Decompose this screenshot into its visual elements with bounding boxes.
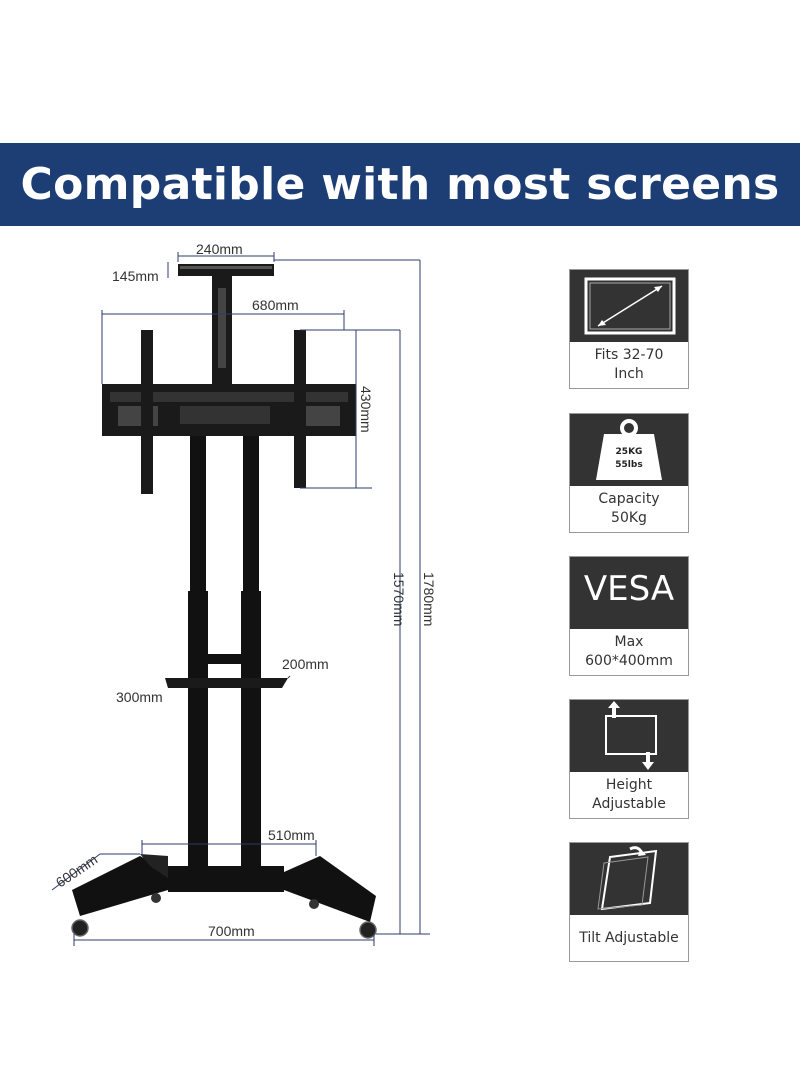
shelf-width-label: 300mm <box>116 689 163 705</box>
svg-text:55lbs: 55lbs <box>615 460 642 470</box>
stand-height-label: 1570mm <box>391 572 407 626</box>
vesa-icon: VESA <box>570 557 688 629</box>
feature-caption: Tilt Adjustable <box>579 929 679 946</box>
dimension-labels: 240mm 145mm 680mm 430mm 1570mm 1780mm 30… <box>53 241 437 939</box>
feature-tilt: Tilt Adjustable <box>569 842 689 962</box>
stand-drawing <box>71 264 377 939</box>
bracket-width-label: 680mm <box>252 297 299 313</box>
bracket-height-label: 430mm <box>358 386 374 433</box>
tilt-icon <box>570 843 688 915</box>
tv-stand-diagram: 240mm 145mm 680mm 430mm 1570mm 1780mm 30… <box>0 226 540 986</box>
screen-size-icon <box>570 270 688 342</box>
banner-title: Compatible with most screens <box>20 159 780 210</box>
feature-caption: Height Adjustable <box>592 777 666 812</box>
feature-screen-size: Fits 32-70 Inch <box>569 269 689 389</box>
base-width-label: 700mm <box>208 923 255 939</box>
svg-text:25KG: 25KG <box>616 447 643 457</box>
feature-caption: Fits 32-70 Inch <box>594 347 664 382</box>
title-banner: Compatible with most screens <box>0 143 800 226</box>
feature-caption: Capacity 50Kg <box>598 491 660 526</box>
feature-caption: Max 600*400mm <box>585 634 673 669</box>
feature-capacity: 25KG 55lbs Capacity 50Kg <box>569 413 689 533</box>
base-inner-label: 510mm <box>268 827 315 843</box>
top-width-label: 240mm <box>196 241 243 257</box>
height-adjust-icon <box>570 700 688 772</box>
top-height-label: 145mm <box>112 268 159 284</box>
dimension-lines <box>51 252 430 946</box>
total-height-label: 1780mm <box>421 572 437 626</box>
shelf-depth-label: 200mm <box>282 656 329 672</box>
feature-vesa: VESA Max 600*400mm <box>569 556 689 676</box>
feature-height-adjust: Height Adjustable <box>569 699 689 819</box>
weight-icon: 25KG 55lbs <box>570 414 688 486</box>
